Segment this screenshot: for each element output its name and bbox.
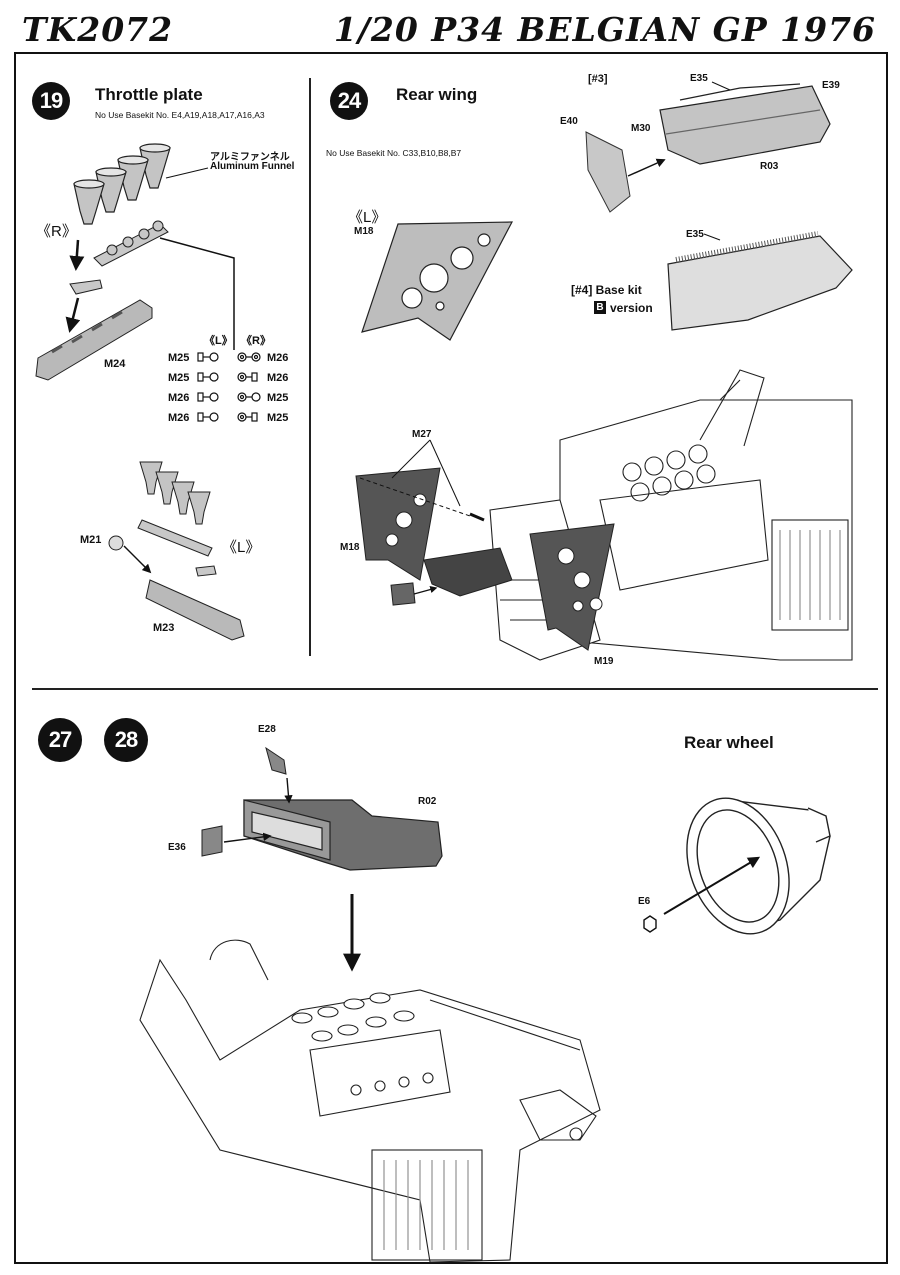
table-row-3-right: M25 bbox=[267, 392, 289, 404]
side-right-label: 《R》 bbox=[36, 223, 77, 240]
part-m18-label: M18 bbox=[354, 226, 374, 237]
step19-no-use-note: No Use Basekit No. E4,A19,A18,A17,A16,A3 bbox=[95, 110, 265, 120]
plate-m24-illustration bbox=[35, 299, 153, 381]
part-m18b-label: M18 bbox=[340, 542, 360, 553]
part-e6-label: E6 bbox=[638, 896, 651, 907]
page-title: 1/20 P34 BELGIAN GP 1976 bbox=[333, 10, 876, 49]
part-m30-label: M30 bbox=[631, 123, 651, 134]
lr-orientation-symbols bbox=[197, 352, 261, 422]
table-row-4-left: M26 bbox=[168, 412, 190, 424]
step19-title: Throttle plate bbox=[95, 85, 203, 104]
aluminum-funnels-illustration bbox=[73, 143, 171, 225]
funnel-label-jp: アルミファンネル bbox=[210, 152, 290, 163]
funnel-label-en: Aluminum Funnel bbox=[210, 161, 295, 172]
version-label: version bbox=[610, 301, 653, 315]
step24-title: Rear wing bbox=[396, 85, 478, 104]
variant-3-label: [#3] bbox=[588, 73, 608, 85]
table-row-3-left: M26 bbox=[168, 392, 190, 404]
table-header-left: 《L》 bbox=[204, 335, 233, 347]
wing-side-left-label: 《L》 bbox=[348, 209, 387, 226]
part-e36-label: E36 bbox=[168, 842, 186, 853]
left-funnels-illustration bbox=[139, 461, 211, 525]
rear-wing-3-illustration bbox=[659, 83, 831, 165]
part-e40-label: E40 bbox=[560, 116, 578, 127]
mounted-plate-m18-illustration bbox=[355, 467, 441, 581]
bottom-engine-assembly-illustration bbox=[139, 939, 601, 1263]
part-m23-label: M23 bbox=[153, 622, 175, 634]
rear-wheel-illustration bbox=[686, 797, 831, 935]
part-m24-label: M24 bbox=[104, 358, 126, 370]
step-number-28: 28 bbox=[104, 718, 148, 762]
part-m27-label: M27 bbox=[412, 429, 432, 440]
part-e35-label: E35 bbox=[690, 73, 708, 84]
step24-no-use-note: No Use Basekit No. C33,B10,B8,B7 bbox=[326, 148, 462, 158]
side-plate-m19-illustration bbox=[529, 523, 615, 651]
variant-4-label: [#4] Base kit bbox=[571, 283, 642, 297]
plate-m23-illustration bbox=[145, 579, 245, 641]
rear-wing-4-illustration bbox=[667, 231, 853, 331]
airbox-duct-r02-illustration bbox=[243, 799, 443, 871]
engine-assembly-illustration bbox=[489, 369, 853, 661]
part-e39-label: E39 bbox=[822, 80, 840, 91]
table-header-right: 《R》 bbox=[241, 335, 271, 347]
instruction-frame bbox=[14, 52, 888, 1264]
rear-wheel-title: Rear wheel bbox=[684, 733, 774, 752]
part-m19-label: M19 bbox=[594, 656, 614, 667]
table-row-4-right: M25 bbox=[267, 412, 289, 424]
step-number-27: 27 bbox=[38, 718, 82, 762]
table-row-2-left: M25 bbox=[168, 372, 190, 384]
table-row-1-left: M25 bbox=[168, 352, 190, 364]
side-plate-m18-illustration bbox=[361, 221, 514, 341]
part-r02-label: R02 bbox=[418, 796, 437, 807]
step-number-24: 24 bbox=[330, 82, 368, 120]
version-badge: B bbox=[594, 301, 606, 314]
vertical-divider bbox=[309, 78, 311, 656]
table-row-1-right: M26 bbox=[267, 352, 289, 364]
part-m21-label: M21 bbox=[80, 534, 102, 546]
horizontal-divider bbox=[32, 688, 878, 690]
table-row-2-right: M26 bbox=[267, 372, 289, 384]
kit-code: TK2072 bbox=[22, 10, 174, 49]
throttle-bodies-illustration bbox=[93, 220, 169, 267]
step-number-19: 19 bbox=[32, 82, 70, 120]
part-e28-label: E28 bbox=[258, 724, 276, 735]
part-r03-label: R03 bbox=[760, 161, 779, 172]
part-e35b-label: E35 bbox=[686, 229, 704, 240]
side-left-label: 《L》 bbox=[222, 539, 261, 556]
